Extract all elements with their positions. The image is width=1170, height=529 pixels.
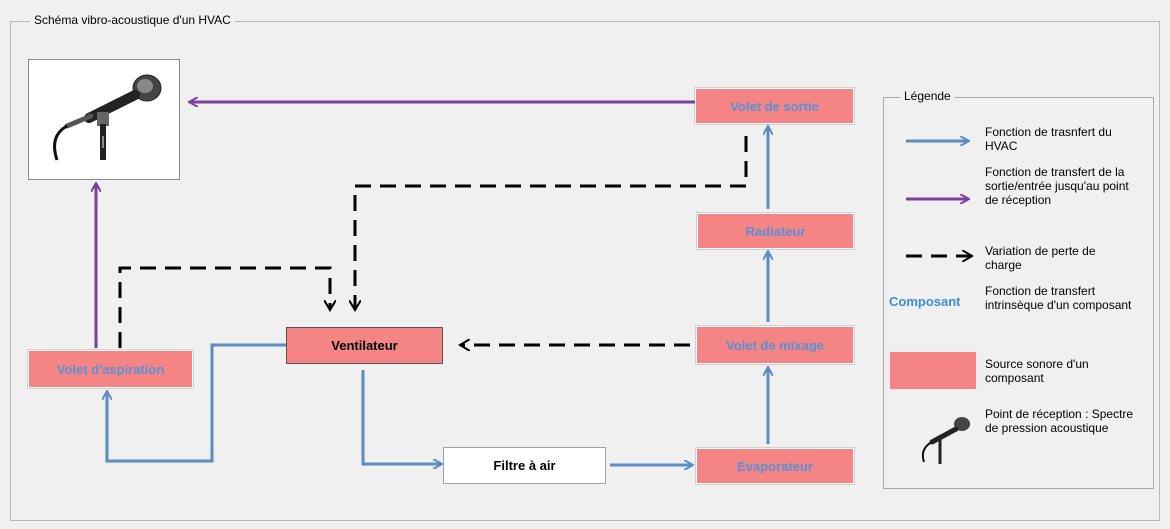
- legend-text-source: Source sonore d'un composant: [985, 357, 1089, 385]
- ventilateur-box: Ventilateur: [286, 327, 443, 364]
- dashed-arrow-aspiration-to-ventil: [118, 266, 330, 348]
- reception-point-microphone-box: [28, 59, 180, 180]
- legend-text-dashed: Variation de perte de charge: [985, 244, 1096, 272]
- legend-title: Légende: [900, 89, 955, 103]
- filtre-a-air-box: Filtre à air: [443, 447, 606, 484]
- legend-composant-label: Composant: [889, 294, 961, 309]
- legend-microphone-icon: [921, 417, 970, 464]
- radiateur-box: Radiateur: [697, 213, 854, 249]
- blue-arrow-ventil-to-filtre: [361, 370, 441, 464]
- diagram-frame: [10, 21, 1160, 521]
- volet-de-mixage-box: Volet de mixage: [696, 326, 854, 364]
- diagram-title: Schéma vibro-acoustique d'un HVAC: [30, 13, 235, 27]
- blue-arrow-ventil-to-aspiration: [107, 343, 286, 463]
- legend-text-purple: Fonction de transfert de la sortie/entré…: [985, 165, 1129, 207]
- legend-text-composant: Fonction de transfert intrinsèque d'un c…: [985, 284, 1132, 312]
- microphone-icon: [53, 74, 162, 161]
- dashed-arrow-sortie-to-ventil: [355, 136, 748, 310]
- volet-de-sortie-box: Volet de sortie: [695, 88, 854, 124]
- legend-text-reception: Point de réception : Spectre de pression…: [985, 407, 1134, 435]
- legend-pink-swatch: [890, 352, 976, 389]
- evaporateur-box: Evaporateur: [696, 448, 854, 484]
- legend-text-blue: Fonction de trasnfert du HVAC: [985, 125, 1112, 153]
- volet-d-aspiration-box: Volet d'aspiration: [28, 350, 193, 388]
- legend-box: [883, 97, 1154, 489]
